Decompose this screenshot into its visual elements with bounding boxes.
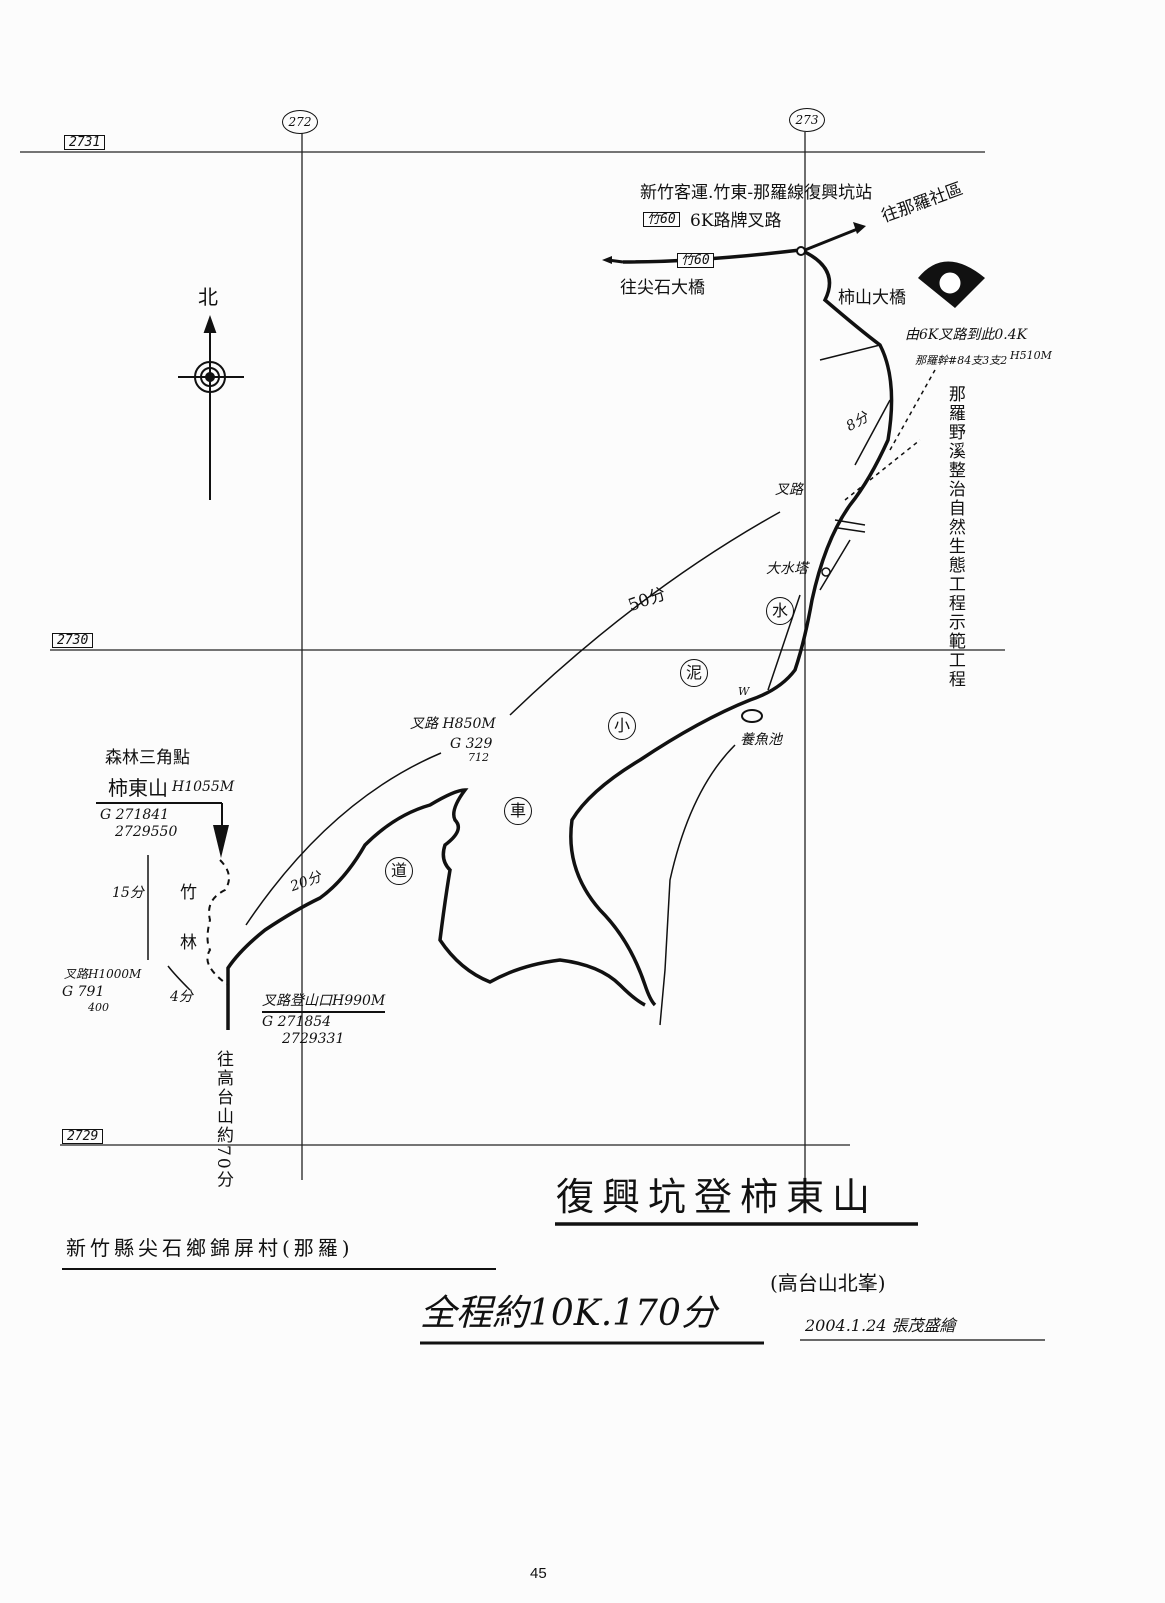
road-char-car: 車 <box>504 797 532 825</box>
grid-label-2731: 2731 <box>64 135 106 150</box>
road-number-box: 竹60 <box>677 253 714 268</box>
road-char-water: 水 <box>766 597 794 625</box>
junction-label: 叉路 <box>775 482 803 498</box>
trailhead-label: 叉路登山口H990M <box>262 994 386 1013</box>
shishan-bridge-label: 柿山大橋 <box>838 288 906 308</box>
grid-label-2730: 2730 <box>52 633 94 648</box>
page-number: 45 <box>530 1565 547 1582</box>
main-road <box>569 248 894 1007</box>
grid-label-273: 273 <box>789 108 825 132</box>
map-title: 復興坑登柿東山 <box>556 1175 879 1219</box>
peak-grid-2: 2729550 <box>115 824 178 840</box>
water-tower-label: 大水塔 <box>766 561 808 577</box>
peak-marker-icon <box>213 825 229 858</box>
road-sign-label: 6K路牌叉路 <box>690 211 782 231</box>
bamboo-label-1: 竹 <box>180 883 197 903</box>
grid-label-2729: 2729 <box>62 1129 104 1144</box>
triangulation-label: 森林三角點 <box>105 748 190 768</box>
junction-1000-label: 叉路H1000M <box>64 967 142 981</box>
junction-1000-g2: 400 <box>88 1001 109 1014</box>
trailhead-grid-1: G 271854 <box>262 1014 332 1030</box>
road-sign-box: 竹60 <box>643 212 680 227</box>
map-subtitle: (高台山北峯) <box>770 1271 886 1295</box>
stream-project-label: 那羅野溪整治自然生態工程示範工程 <box>944 385 965 689</box>
time-15min: 15分 <box>112 885 144 901</box>
location-label: 新竹縣尖石鄉錦屏村(那羅) <box>66 1236 354 1260</box>
road-char-road: 道 <box>385 857 413 885</box>
to-jianshi-bridge-label: 往尖石大橋 <box>620 278 705 298</box>
junction-850-g2: 712 <box>468 751 489 764</box>
fish-pond-icon <box>741 709 763 723</box>
bamboo-label-2: 林 <box>180 933 197 953</box>
compass-icon <box>178 315 244 500</box>
cement-road <box>226 788 646 1030</box>
junction-1000-g1: G 791 <box>62 984 105 1000</box>
route-summary: 全程約10K.170分 <box>420 1293 717 1334</box>
peak-elevation: H1055M <box>172 779 235 795</box>
naro-elevation-label: H510M <box>1010 349 1052 362</box>
w-mark: W <box>738 685 750 698</box>
grid-label-272: 272 <box>282 110 318 134</box>
bus-line-label: 新竹客運.竹東-那羅線復興坑站 <box>640 183 873 203</box>
peak-name: 柿東山 <box>108 776 168 800</box>
road-to-naro <box>804 226 861 252</box>
time-4min: 4分 <box>170 989 193 1005</box>
to-gaotai-label: 往高台山約70分 <box>213 1050 233 1190</box>
north-label: 北 <box>198 285 218 309</box>
fish-pond-label: 養魚池 <box>740 732 782 748</box>
author-date: 2004.1.24 張茂盛繪 <box>805 1316 956 1335</box>
junction-850-g1: G 329 <box>450 736 493 752</box>
naro-marker-label: 那羅幹#84支3支2 <box>915 354 1008 367</box>
direction-arrows <box>147 344 936 1026</box>
peak-grid-1: G 271841 <box>100 807 170 823</box>
from-6k-label: 由6K叉路到此0.4K <box>905 327 1028 343</box>
hiking-trail <box>206 859 230 986</box>
road-char-mud: 泥 <box>680 659 708 687</box>
viewpoint-icon <box>918 261 985 308</box>
trailhead-grid-2: 2729331 <box>282 1031 345 1047</box>
water-tower-icon <box>821 567 831 577</box>
junction-850-label: 叉路 H850M <box>410 716 496 732</box>
road-char-small: 小 <box>608 712 636 740</box>
